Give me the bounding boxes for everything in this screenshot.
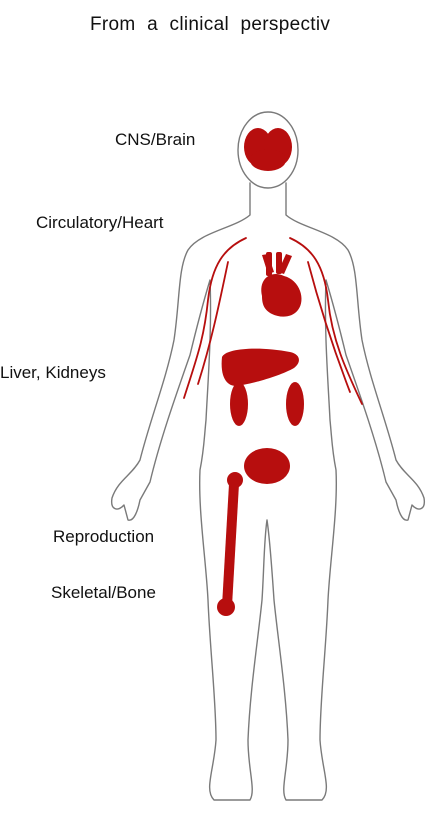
- label-skeletal-bone: Skeletal/Bone: [51, 583, 156, 603]
- kidney-right-shape: [286, 382, 304, 426]
- label-liver-kidneys: Liver, Kidneys: [0, 363, 106, 383]
- bone-shape: [217, 472, 243, 616]
- label-cns-brain: CNS/Brain: [115, 130, 195, 150]
- vessel-right-inner: [308, 262, 350, 392]
- heart-shape: [261, 252, 301, 317]
- reproductive-shape: [244, 448, 290, 484]
- label-reproduction: Reproduction: [53, 527, 154, 547]
- liver-shape: [222, 349, 299, 386]
- label-circulatory-heart: Circulatory/Heart: [36, 213, 164, 233]
- brain-shape: [244, 128, 292, 171]
- kidney-left-shape: [230, 382, 248, 426]
